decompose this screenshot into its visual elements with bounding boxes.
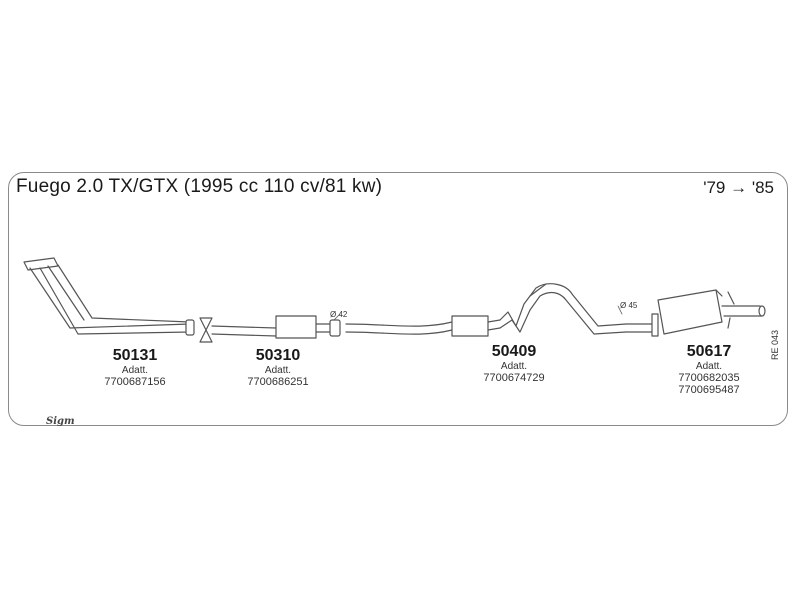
part-sub: Adatt.: [264, 365, 292, 376]
diagram-frame: [8, 172, 788, 426]
middle-pipe-50409: [345, 283, 627, 337]
rear-silencer-50617: [625, 289, 766, 337]
diameter-label-45: Ø 45: [620, 301, 638, 310]
part-number: 50409: [491, 343, 537, 360]
intermediate-pipe-50310: [211, 315, 341, 339]
part-number: 50617: [686, 343, 732, 360]
part-ref: 7700687156: [104, 376, 166, 388]
part-ref: 7700674729: [483, 372, 545, 384]
part-ref: 7700682035: [678, 372, 740, 384]
model-years: '79 → '85: [703, 178, 774, 197]
part-sub: Adatt.: [695, 361, 723, 372]
part-ref: 7700695487: [678, 384, 740, 396]
part-number: 50131: [112, 347, 158, 364]
part-50409: 50409 Adatt. 7700674729: [474, 343, 554, 384]
diameter-label-42: Ø 42: [330, 310, 348, 319]
brand-logo: Sigm: [46, 416, 75, 427]
part-sub: Adatt.: [121, 365, 149, 376]
catalog-code: RE 043: [770, 329, 780, 360]
part-50131: 50131 Adatt. 7700687156: [95, 347, 175, 388]
part-50310: 50310 Adatt. 7700686251: [238, 347, 318, 388]
flange-joint: [199, 317, 213, 343]
part-50617: 50617 Adatt. 7700682035 7700695487: [667, 343, 751, 396]
part-number: 50310: [255, 347, 301, 364]
part-sub: Adatt.: [500, 361, 528, 372]
part-ref: 7700686251: [247, 376, 309, 388]
downpipe-50131: [23, 257, 195, 336]
vehicle-title: Fuego 2.0 TX/GTX (1995 cc 110 cv/81 kw): [16, 176, 383, 197]
